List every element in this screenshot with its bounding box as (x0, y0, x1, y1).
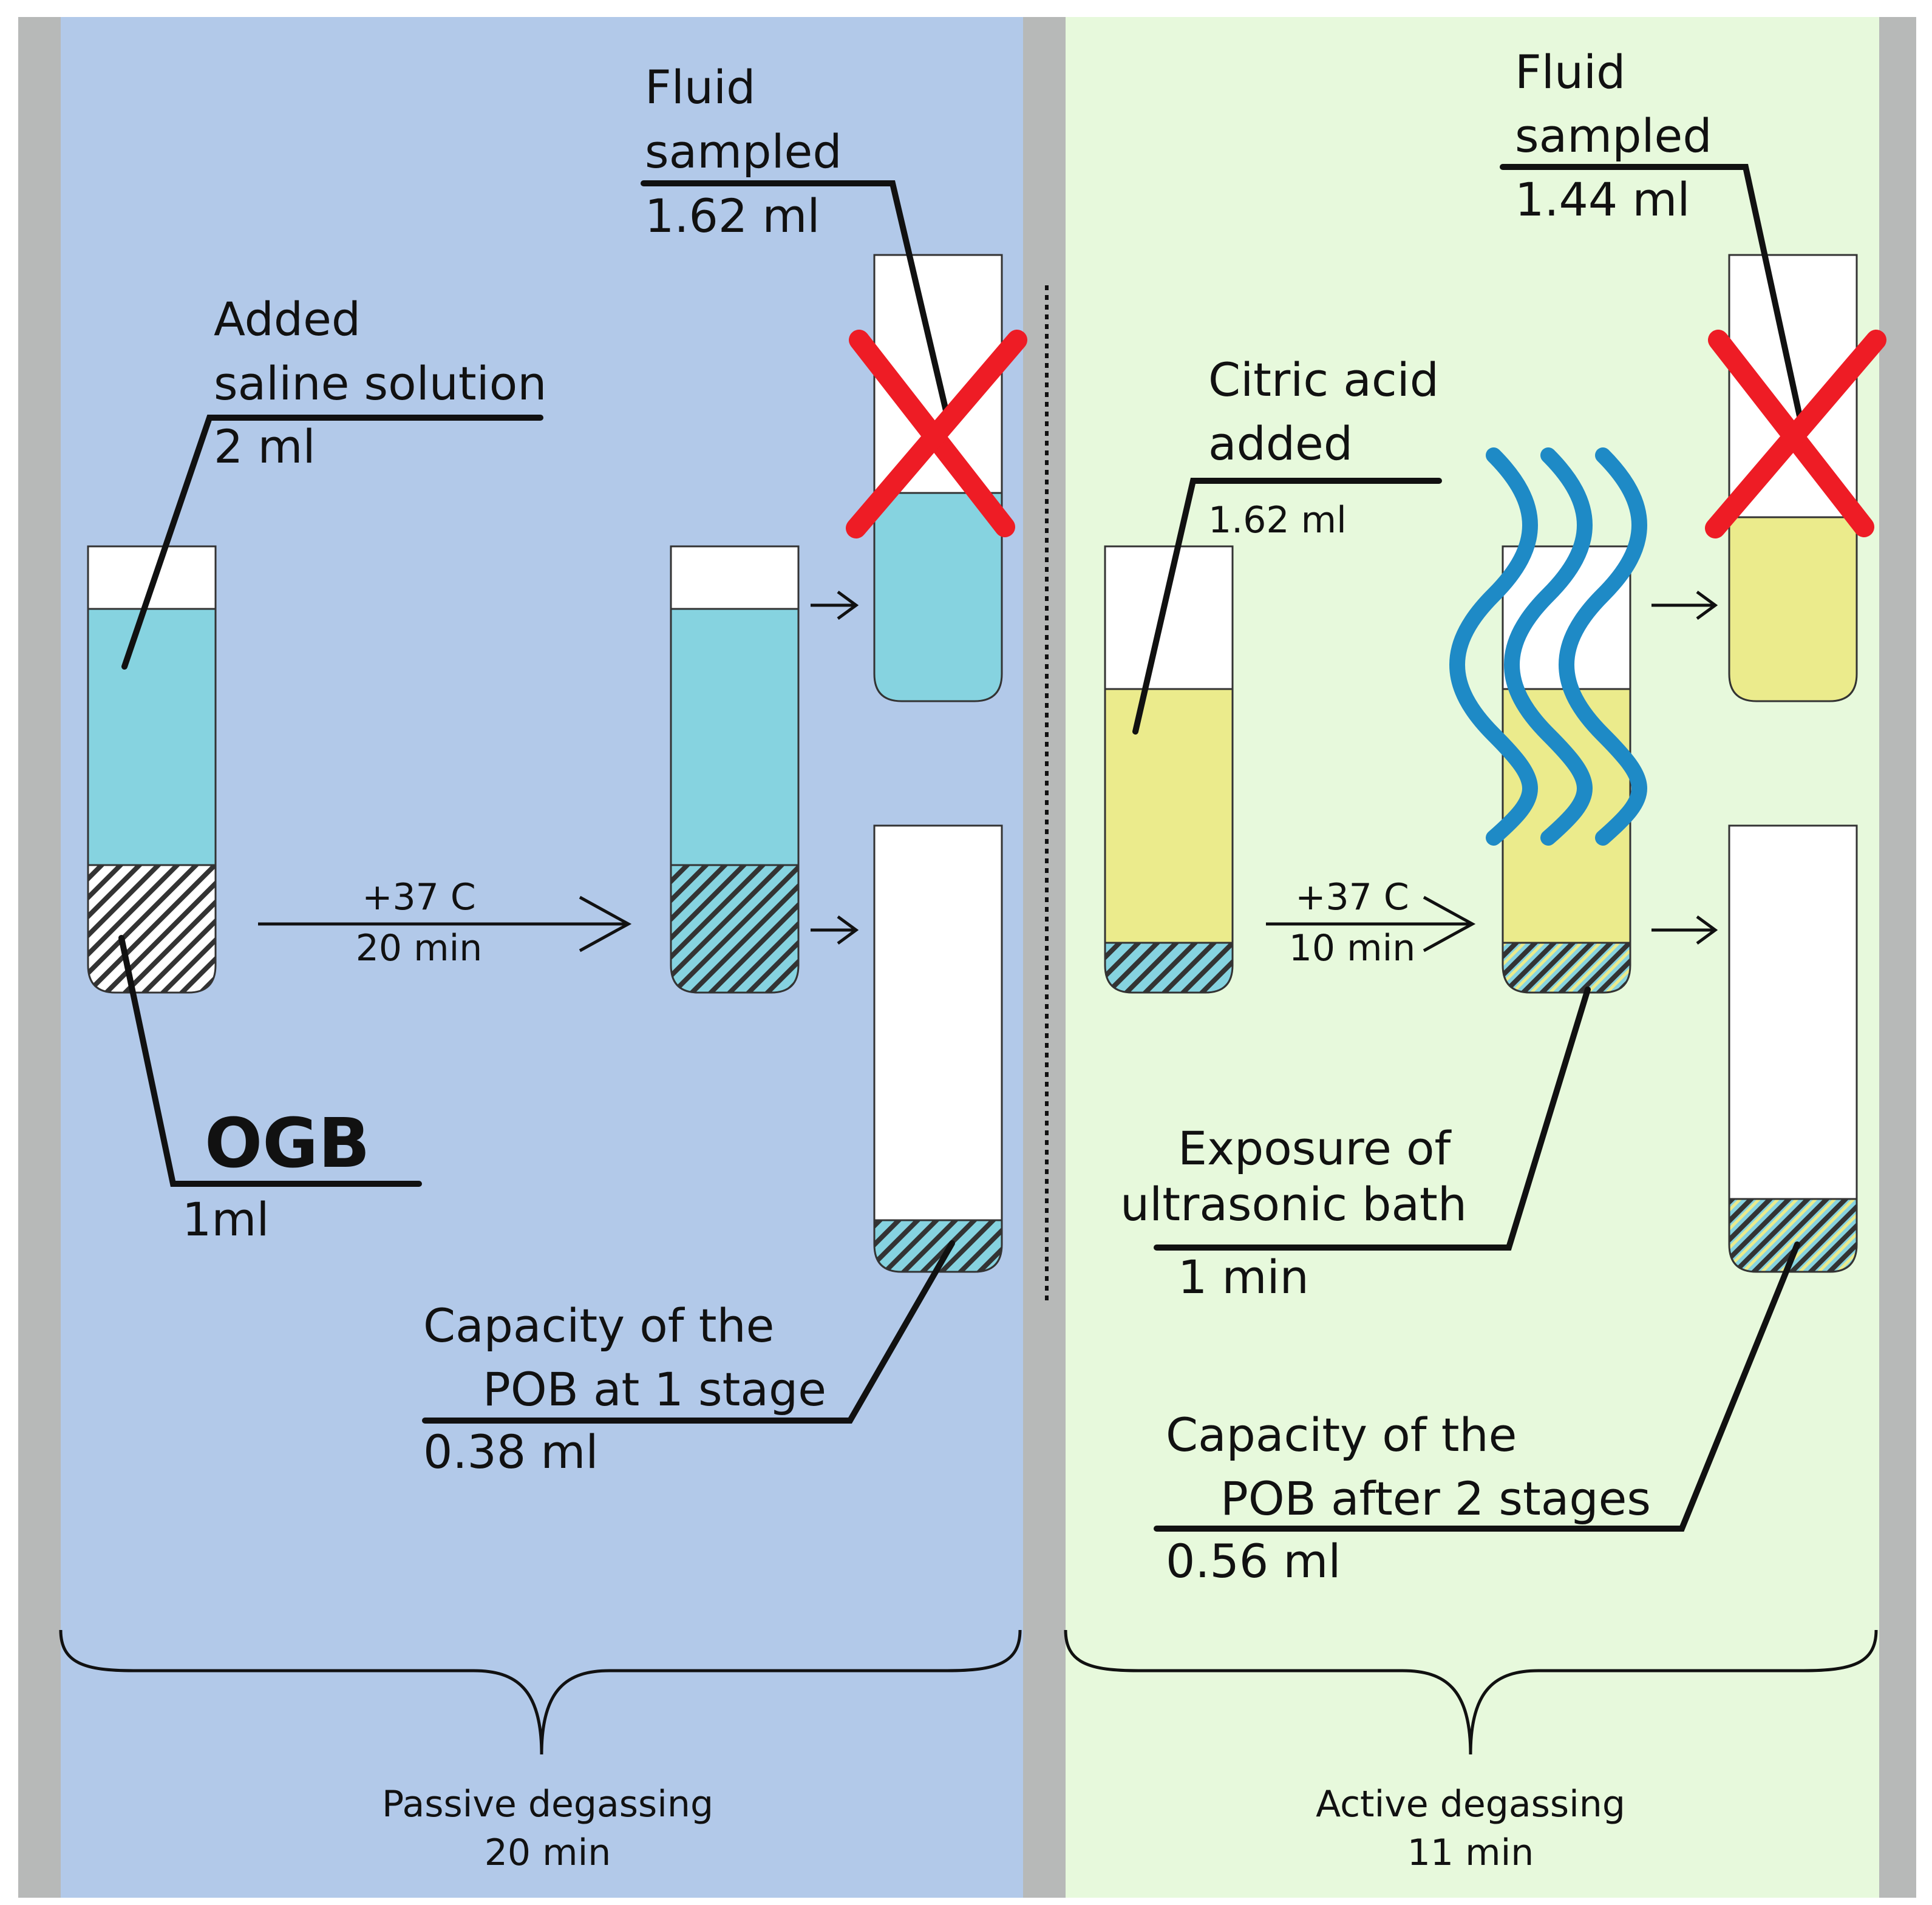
leader-fluid-sampled-active (1500, 164, 1803, 422)
footer-time-passive: 20 min (485, 1832, 611, 1874)
step-time-passive: 20 min (356, 927, 483, 969)
tube-incubated (671, 546, 798, 993)
arrow-incubation-active (1266, 895, 1476, 953)
citric-label-line1: Citric acid (1208, 353, 1439, 407)
fluid-label-line2-active: sampled (1515, 109, 1712, 163)
added-label-line1: Added (214, 292, 361, 346)
added-label-line2: saline solution (214, 356, 546, 410)
leader-citric-added (1132, 478, 1442, 735)
step-temp-active: +37 C (1295, 876, 1409, 919)
ultrasonic-waves-icon (1449, 447, 1647, 846)
leader-added-saline (121, 415, 543, 670)
fluid-label-line2-passive: sampled (645, 124, 842, 178)
step-time-active: 10 min (1289, 927, 1416, 969)
tube-initial (88, 546, 216, 993)
capacity-value-passive: 0.38 ml (423, 1425, 599, 1479)
cross-out-icon (846, 330, 1027, 538)
fluid-value-active: 1.44 ml (1515, 172, 1690, 226)
citric-label-line2: added (1208, 416, 1353, 470)
leader-capacity-passive (422, 1240, 955, 1424)
fluid-value-passive: 1.62 ml (645, 189, 820, 243)
exposure-value: 1 min (1178, 1250, 1309, 1304)
footer-time-active: 11 min (1407, 1832, 1534, 1874)
capacity-label-line2-active: POB after 2 stages (1220, 1472, 1651, 1526)
brace-passive (59, 1629, 1022, 1755)
tube-pob-stage1 (874, 826, 1002, 1272)
capacity-value-active: 0.56 ml (1166, 1534, 1341, 1588)
arrow-to-fluid-sampled (811, 590, 859, 620)
leader-capacity-active (1154, 1241, 1800, 1532)
leader-exposure (1154, 986, 1591, 1251)
leader-ogb (118, 935, 422, 1187)
fluid-label-line1-passive: Fluid (645, 60, 755, 114)
step-temp-passive: +37 C (362, 876, 476, 919)
tube-citric-added (1105, 546, 1233, 993)
footer-title-passive: Passive degassing (382, 1783, 713, 1825)
cross-out-icon-active (1705, 330, 1886, 538)
citric-value: 1.62 ml (1208, 499, 1347, 542)
added-value: 2 ml (214, 419, 316, 474)
arrow-incubation-passive (258, 895, 632, 953)
ogb-value: 1ml (182, 1192, 270, 1246)
arrow-to-pob-stage2 (1651, 915, 1718, 945)
fluid-label-line1-active: Fluid (1515, 45, 1625, 99)
arrow-to-pob-stage1 (811, 915, 859, 945)
leader-fluid-sampled-passive (641, 180, 950, 419)
exposure-label-line1: Exposure of (1178, 1121, 1452, 1175)
exposure-label-line2: ultrasonic bath (1120, 1177, 1467, 1231)
capacity-label-line2-passive: POB at 1 stage (483, 1362, 826, 1416)
arrow-to-fluid-sampled-active (1651, 590, 1718, 620)
ogb-label: OGB (205, 1104, 370, 1183)
footer-title-active: Active degassing (1316, 1783, 1625, 1825)
brace-active (1064, 1629, 1878, 1755)
capacity-label-line1-passive: Capacity of the (423, 1299, 774, 1353)
capacity-label-line1-active: Capacity of the (1166, 1408, 1517, 1462)
tube-pob-stage2 (1729, 826, 1857, 1272)
